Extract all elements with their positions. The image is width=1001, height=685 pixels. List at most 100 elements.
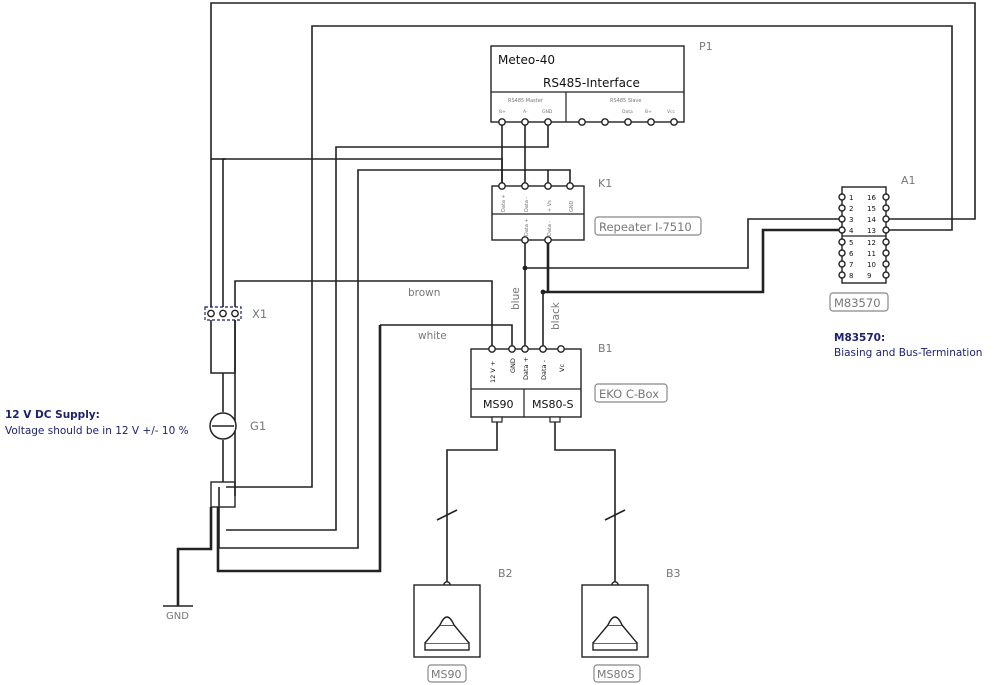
sensor-ms80s-name-frame [593, 664, 641, 683]
repeater-pin [566, 182, 574, 190]
m83570-pin [882, 271, 890, 279]
meteo-ref: P1 [699, 40, 713, 53]
m83570-pin-label: 7 [849, 261, 853, 269]
m83570-pin [838, 204, 846, 212]
c-box-pin [488, 345, 496, 353]
m83570-pin [838, 215, 846, 223]
wire-black-bottom [216, 325, 382, 573]
wire-label-black: black [550, 301, 562, 330]
repeater-pin-label: Data + [524, 218, 530, 236]
sensor-ms80s-ref: B3 [666, 567, 681, 580]
master-pin-label: A- [523, 109, 528, 115]
terminal-x1: X1 [204, 306, 267, 321]
m83570-pin-label: 9 [867, 272, 871, 280]
m83570-pin-label: 10 [867, 261, 876, 269]
g1-ref: G1 [250, 419, 266, 433]
m83570-pin-label: 3 [849, 216, 853, 224]
repeater-name: Repeater I-7510 [599, 220, 692, 234]
c-box-port-ms80s: MS80-S [532, 398, 573, 411]
repeater-outline [491, 185, 585, 241]
c-box-connector [491, 416, 503, 423]
c-box-pin-label: Data - [540, 359, 548, 380]
x1-pin [219, 309, 227, 318]
m83570-pin-label: 13 [867, 227, 876, 235]
m83570-pin [838, 226, 846, 234]
c-box-pin [521, 345, 529, 353]
m83570-pin [882, 204, 890, 212]
m83570-pin [838, 193, 846, 201]
m83570-pin [882, 226, 890, 234]
meteo-pin [601, 118, 609, 126]
wire-white [380, 324, 513, 349]
repeater-pin [544, 236, 552, 244]
master-pin-label: B+ [499, 109, 506, 115]
m83570-pin [882, 249, 890, 257]
x1-pin [231, 309, 239, 318]
c-box-name-frame [594, 383, 668, 403]
m83570-pin [838, 271, 846, 279]
slave-pin-label: Data [622, 109, 633, 115]
wire-k1-data-plus-a1 [525, 218, 842, 269]
sensor-ms90-name: MS90 [431, 668, 461, 681]
wire-x1-middle [222, 158, 503, 313]
wire-label-brown: brown [408, 287, 440, 299]
m83570-pin [882, 215, 890, 223]
m83570-pin-label: 12 [867, 239, 876, 247]
wire-label-white: white [418, 330, 447, 342]
m83570-pin-label: 11 [867, 250, 876, 258]
meteo-title: Meteo-40 [498, 53, 555, 67]
repeater-pin [521, 182, 529, 190]
supply-title: 12 V DC Supply: [5, 409, 100, 421]
m83570-pin [838, 249, 846, 257]
meteo-40-outline [490, 45, 685, 123]
meteo-pin [498, 118, 506, 126]
m83570-note-text: Biasing and Bus-Termination [834, 347, 982, 359]
wire-ms80s [554, 417, 616, 582]
m83570-pin-label: 4 [849, 227, 854, 235]
repeater-pin-label: Data - [524, 196, 530, 212]
m83570-pin-label: 15 [867, 205, 876, 213]
m83570-pin-label: 6 [849, 250, 854, 258]
repeater-pin-label: Data + [501, 194, 507, 212]
sensor-ms80s-name: MS80S [597, 668, 634, 681]
wire-meteo-gnd [226, 122, 549, 531]
sensor-ms90-name-frame [427, 664, 467, 683]
m83570-outline [841, 186, 887, 284]
meteo-pin [624, 118, 632, 126]
repeater-pin-label: GND [569, 200, 575, 212]
m83570-pin-label: 16 [867, 194, 876, 202]
m83570-ref: A1 [901, 174, 916, 187]
meteo-pin [578, 118, 586, 126]
repeater-k1: Data + Data - + Vs GND Data + Data - K1 … [491, 177, 702, 244]
m83570-pin [838, 260, 846, 268]
eko-c-box-outline [470, 348, 582, 418]
c-box-pin [508, 345, 516, 353]
m83570-pin [882, 193, 890, 201]
wire-x1-left-link [210, 320, 235, 374]
gnd-label: GND [166, 611, 189, 622]
meteo-pin [647, 118, 655, 126]
m83570-pin-label: 14 [867, 216, 876, 224]
wire-gnd [176, 507, 213, 606]
meteo-40-box: Meteo-40 RS485-Interface P1 RS485 Master… [490, 40, 713, 126]
c-box-pin-label: Vc [558, 364, 566, 372]
m83570-name: M83570 [834, 296, 881, 310]
c-box-ref: B1 [598, 342, 613, 355]
repeater-pin [544, 182, 552, 190]
meteo-subtitle: RS485-Interface [543, 76, 640, 90]
rs485-master-label: RS485 Master [508, 98, 544, 104]
m83570-note-title: M83570: [834, 332, 885, 344]
c-box-port-ms90: MS90 [483, 398, 513, 411]
sensor-ms90-ref: B2 [498, 567, 513, 580]
wires [163, 2, 976, 607]
c-box-pin-label: 12 V + [489, 361, 497, 383]
m83570-right-pins: 16 15 14 13 12 11 10 9 [867, 193, 890, 280]
repeater-pin [498, 182, 506, 190]
wire-brown [234, 280, 493, 496]
sensor-ms80s: B3 MS80S [581, 567, 681, 683]
x1-ref: X1 [252, 307, 267, 321]
cable-break-mark [436, 509, 458, 521]
slave-pin-label: B+ [645, 109, 652, 115]
